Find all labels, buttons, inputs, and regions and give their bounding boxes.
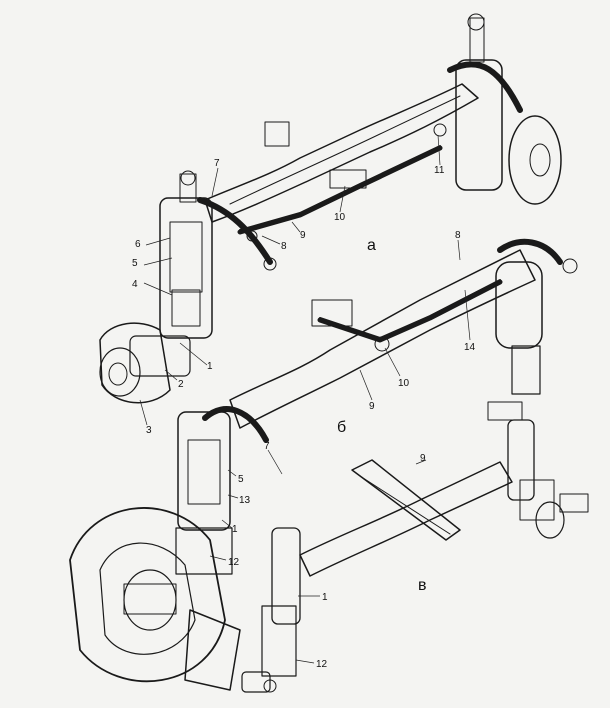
callout-b-5: 5	[238, 474, 244, 485]
callout-a-2: 2	[178, 379, 184, 390]
callout-v-9: 9	[420, 453, 426, 464]
leader-lines	[139, 134, 471, 664]
callout-a-9: 9	[300, 230, 306, 241]
callout-b-14: 14	[464, 342, 476, 353]
spring-a	[169, 221, 203, 293]
callout-v-1: 1	[322, 592, 328, 603]
variant-label-a: а	[367, 237, 376, 254]
kingpin-housing-b	[177, 411, 231, 531]
kingpin-housing-a-right	[455, 59, 503, 191]
callout-v-12: 12	[316, 659, 328, 670]
callout-b-9: 9	[369, 401, 375, 412]
tie-rod-b	[317, 279, 503, 343]
callout-b-12: 12	[228, 557, 240, 568]
callout-b-13: 13	[239, 495, 251, 506]
kingpin-housing-v	[271, 527, 301, 625]
bracket-v	[351, 459, 461, 541]
axle-variant-b	[69, 239, 578, 691]
spring-b	[187, 439, 221, 505]
callout-b-7: 7	[264, 441, 270, 452]
kingpin-housing-v-right	[507, 419, 535, 501]
tie-rod-a	[237, 145, 443, 235]
callout-a-4: 4	[132, 279, 138, 290]
callout-a-11: 11	[434, 165, 445, 176]
brake-plate-a	[99, 322, 171, 404]
axle-beam-v	[299, 461, 513, 577]
kingpin-housing-b-right	[495, 261, 543, 349]
callout-a-1: 1	[207, 361, 213, 372]
callout-a-8: 8	[281, 241, 287, 252]
callout-a-5: 5	[132, 258, 138, 269]
callout-a-6: 6	[135, 239, 141, 250]
brake-drum-b	[69, 507, 226, 683]
axle-beam-a	[204, 83, 479, 223]
variant-label-v: в	[418, 577, 427, 594]
callout-a-3: 3	[146, 425, 152, 436]
hub-a-right	[508, 115, 562, 205]
variant-label-b: б	[337, 419, 346, 436]
kingpin-housing-a	[159, 197, 213, 339]
axle-beam-b	[229, 249, 536, 429]
callout-a-7: 7	[214, 158, 220, 169]
callout-b-8: 8	[455, 230, 461, 241]
callout-b-10: 10	[398, 378, 410, 389]
axle-variant-a	[99, 13, 562, 404]
callout-a-10: 10	[334, 212, 346, 223]
callout-b-1: 1	[232, 524, 238, 535]
axle-variant-v	[241, 401, 589, 693]
